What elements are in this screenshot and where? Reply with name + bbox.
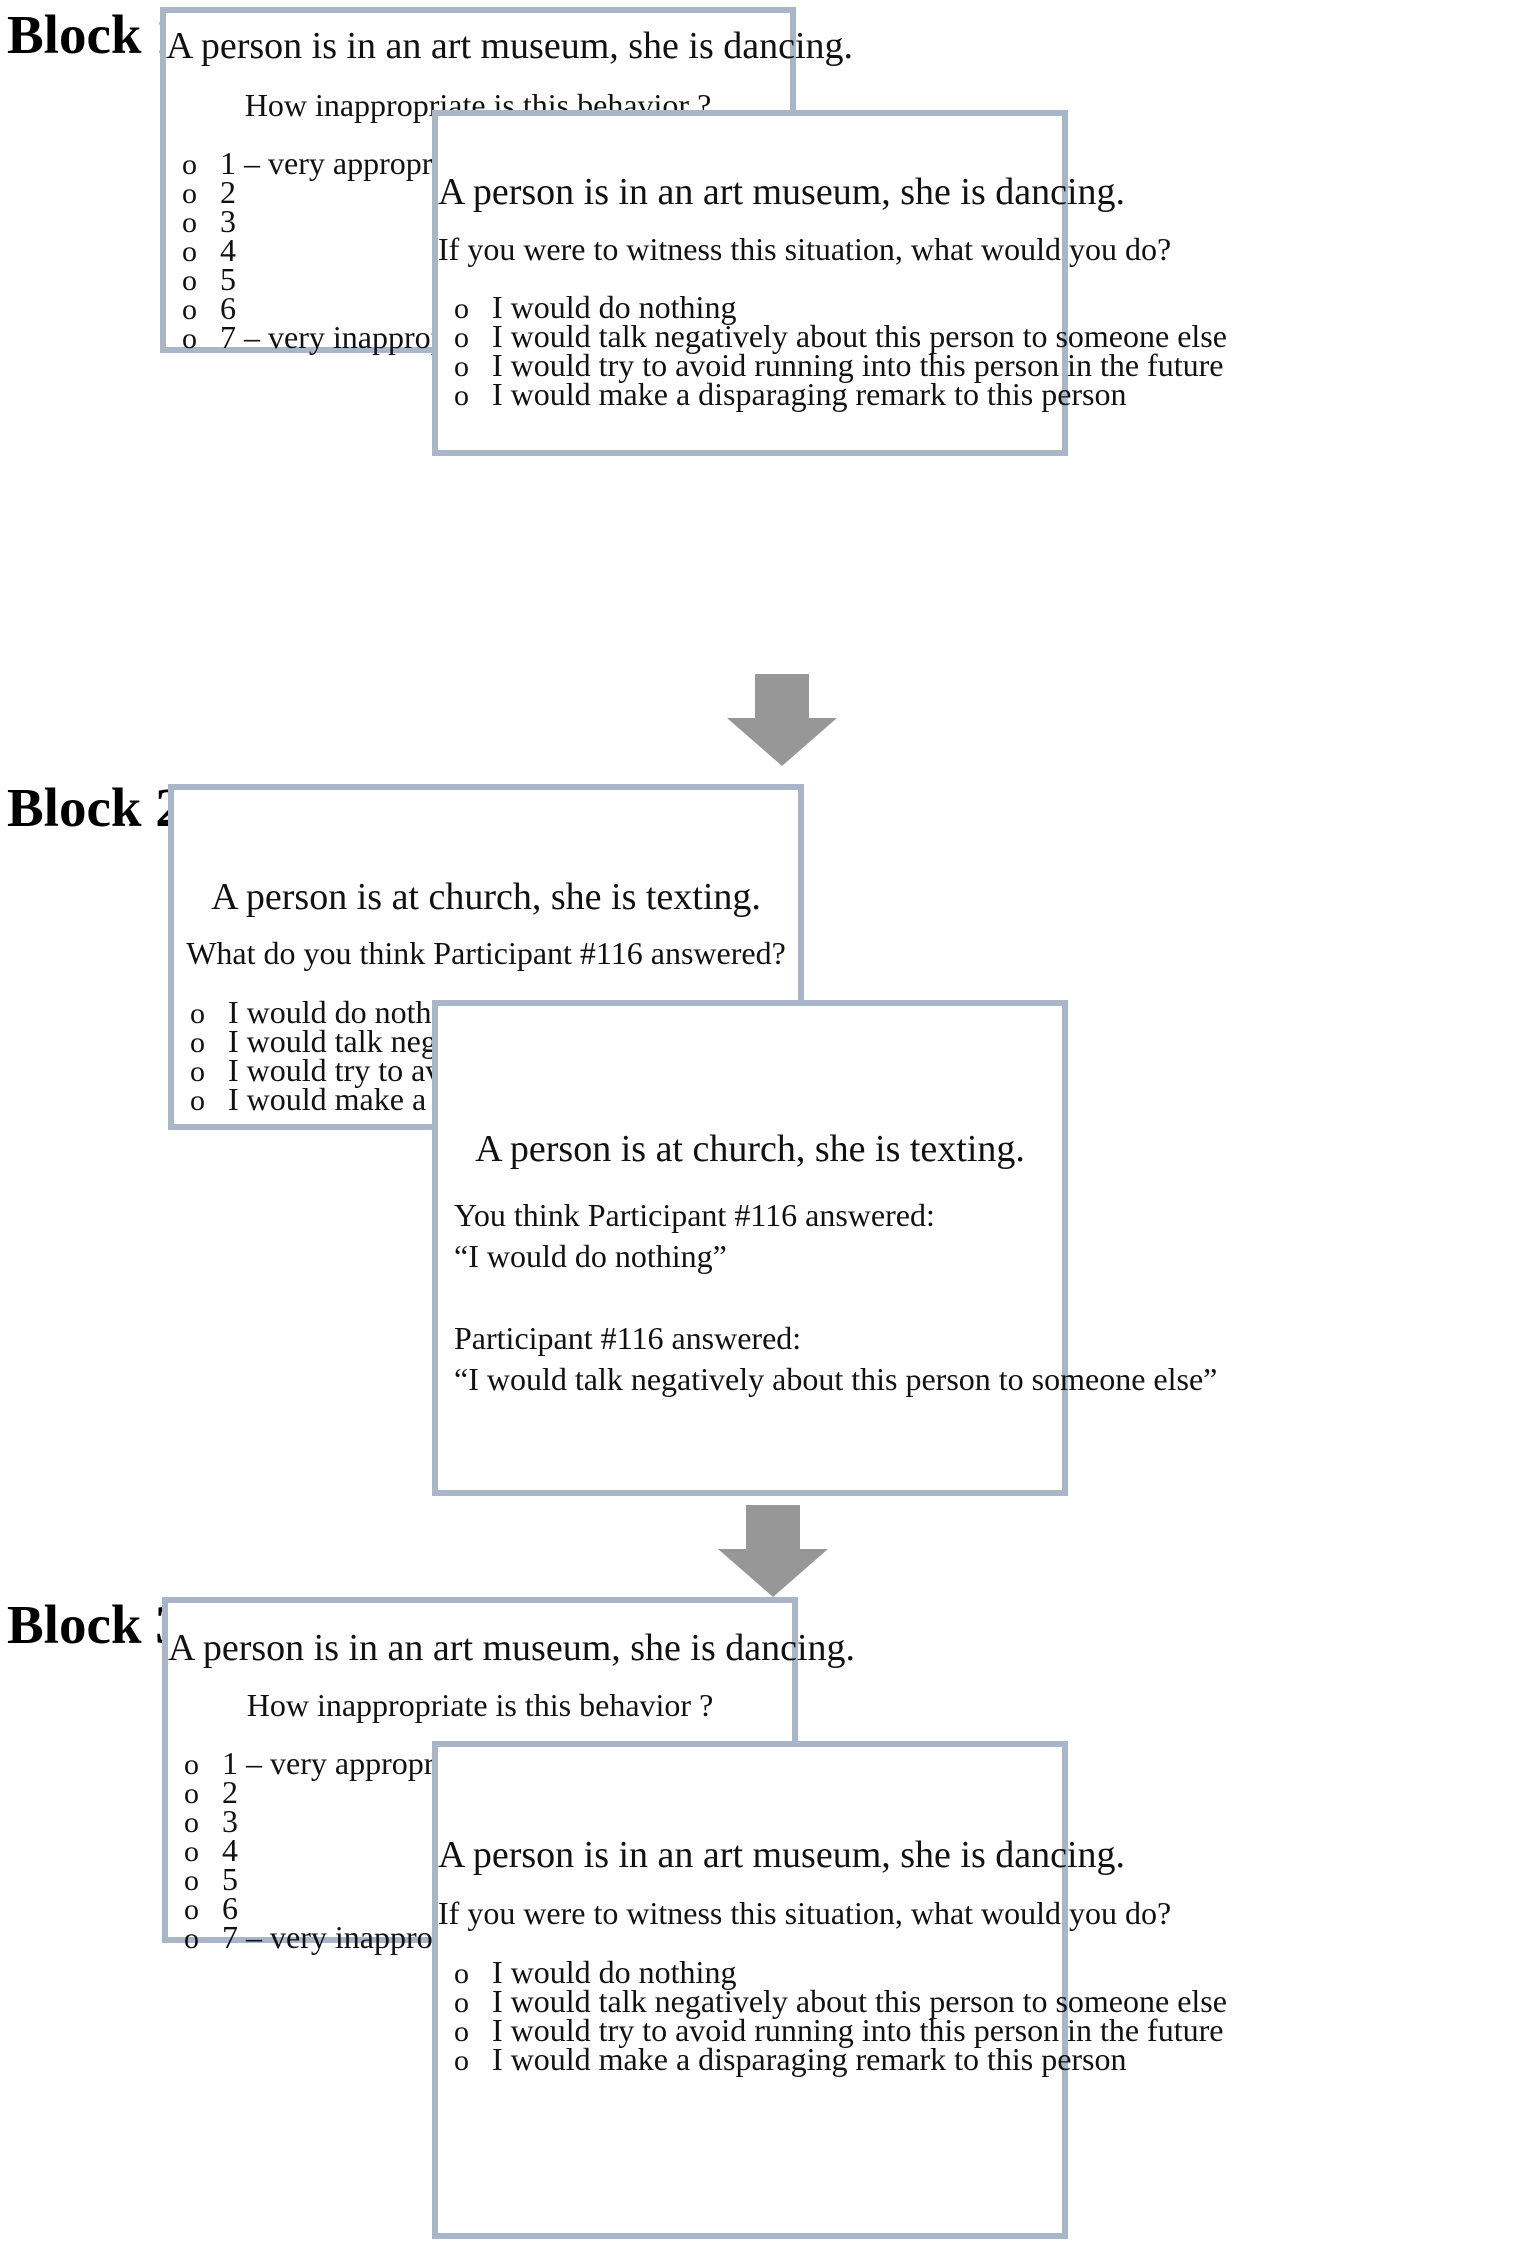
block-3-reaction-card: A person is in an art museum, she is dan… <box>432 1741 1227 2239</box>
option-label: I would do nothing <box>492 289 737 325</box>
option-label: 3 <box>222 1803 238 1839</box>
radio-bullet[interactable]: o <box>182 235 197 268</box>
radio-bullet[interactable]: o <box>184 1748 199 1781</box>
scenario-text: A person is in an art museum, she is dan… <box>168 1627 856 1669</box>
scenario-text: A person is at church, she is texting. <box>475 1128 1025 1170</box>
radio-bullet[interactable]: o <box>182 177 197 210</box>
option-label: I would do nothing <box>492 1954 737 1990</box>
option-label: 6 <box>220 290 236 326</box>
option-label: 3 <box>220 203 236 239</box>
option-label: 6 <box>222 1890 238 1926</box>
scenario-text: A person is at church, she is texting. <box>211 876 761 918</box>
block-1-reaction-card: A person is in an art museum, she is dan… <box>432 110 1227 456</box>
option-label: 5 <box>222 1861 238 1897</box>
option-label: 2 <box>220 174 236 210</box>
down-arrow-icon <box>718 1505 828 1597</box>
block-2-label: Block 2 <box>7 777 183 838</box>
radio-bullet[interactable]: o <box>454 321 469 354</box>
option-label: 4 <box>222 1832 238 1868</box>
question-text: What do you think Participant #116 answe… <box>186 935 786 971</box>
question-text: If you were to witness this situation, w… <box>438 231 1172 267</box>
radio-bullet[interactable]: o <box>190 1026 205 1059</box>
scenario-text: A person is in an art museum, she is dan… <box>438 171 1126 213</box>
option-label: I would try to avoid running into this p… <box>492 347 1224 383</box>
radio-bullet[interactable]: o <box>190 1084 205 1117</box>
guess-value: “I would do nothing” <box>454 1238 727 1274</box>
radio-bullet[interactable]: o <box>184 1835 199 1868</box>
radio-bullet[interactable]: o <box>190 997 205 1030</box>
radio-bullet[interactable]: o <box>454 379 469 412</box>
guess-label: You think Participant #116 answered: <box>454 1197 935 1233</box>
scenario-text: A person is in an art museum, she is dan… <box>438 1834 1126 1876</box>
question-text: If you were to witness this situation, w… <box>438 1895 1172 1931</box>
radio-bullet[interactable]: o <box>182 293 197 326</box>
radio-bullet[interactable]: o <box>190 1055 205 1088</box>
radio-bullet[interactable]: o <box>454 1986 469 2019</box>
radio-bullet[interactable]: o <box>454 350 469 383</box>
radio-bullet[interactable]: o <box>182 206 197 239</box>
actual-value: “I would talk negatively about this pers… <box>454 1361 1218 1397</box>
scenario-text: A person is in an art museum, she is dan… <box>166 25 854 67</box>
option-label: 5 <box>220 261 236 297</box>
radio-bullet[interactable]: o <box>454 1957 469 1990</box>
option-label: 4 <box>220 232 236 268</box>
radio-bullet[interactable]: o <box>184 1864 199 1897</box>
radio-bullet[interactable]: o <box>184 1777 199 1810</box>
block-3-label: Block 3 <box>7 1594 183 1655</box>
option-label: I would talk negatively about this perso… <box>492 318 1227 354</box>
question-text: How inappropriate is this behavior ? <box>246 1687 714 1723</box>
option-label: I would try to avoid running into this p… <box>492 2012 1224 2048</box>
option-label: I would make a disparaging remark to thi… <box>492 2041 1127 2077</box>
radio-bullet[interactable]: o <box>454 292 469 325</box>
radio-bullet[interactable]: o <box>182 264 197 297</box>
option-label: I would do nothing <box>228 994 473 1030</box>
down-arrow-icon <box>727 674 837 766</box>
radio-bullet[interactable]: o <box>454 2015 469 2048</box>
radio-bullet[interactable]: o <box>184 1893 199 1926</box>
radio-bullet[interactable]: o <box>184 1922 199 1955</box>
radio-bullet[interactable]: o <box>182 322 197 355</box>
block-2-feedback-card: A person is at church, she is texting. Y… <box>432 1000 1217 1496</box>
radio-bullet[interactable]: o <box>454 2044 469 2077</box>
actual-label: Participant #116 answered: <box>454 1320 802 1356</box>
radio-bullet[interactable]: o <box>184 1806 199 1839</box>
option-label: 2 <box>222 1774 238 1810</box>
option-label: I would make a disparaging remark to thi… <box>492 376 1127 412</box>
option-label: I would talk negatively about this perso… <box>492 1983 1227 2019</box>
block-1-label: Block 1 <box>7 4 183 65</box>
radio-bullet[interactable]: o <box>182 148 197 181</box>
